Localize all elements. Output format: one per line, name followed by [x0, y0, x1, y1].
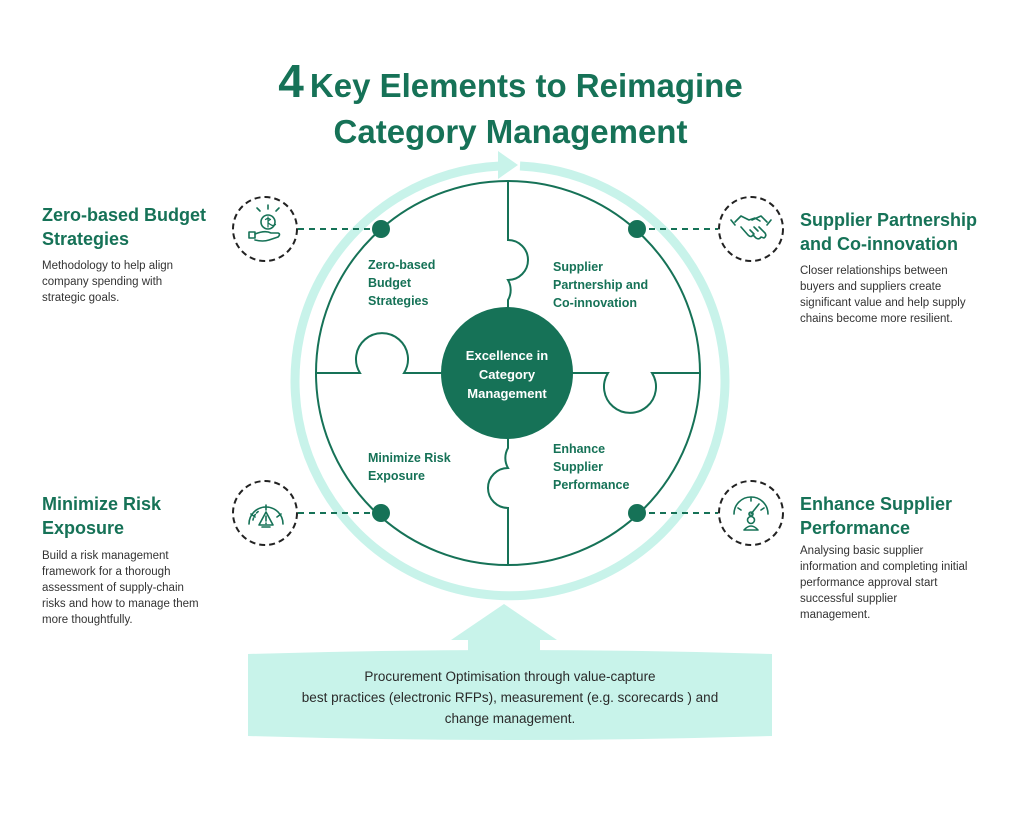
- center-label: Excellence in Category Management: [465, 348, 549, 401]
- risk-gauge-icon: [248, 504, 284, 528]
- divider-bottom: [487, 373, 510, 565]
- banner-text: Procurement Optimisation through value-c…: [250, 666, 770, 729]
- node-bottom-right: [628, 504, 646, 522]
- piece-label-minimize-risk: Minimize Risk Exposure: [368, 451, 451, 483]
- banner-line-3: change management.: [444, 711, 576, 726]
- title-number: 4: [278, 55, 304, 107]
- banner-line-2: best practices (electronic RFPs), measur…: [301, 690, 719, 705]
- connectors: [298, 228, 718, 514]
- piece-label-supplier-partnership: Supplier Partnership and Co-innovation: [553, 260, 649, 310]
- element-desc-supplier-partnership: Closer relationships between buyers and …: [800, 265, 966, 325]
- puzzle-dividers: [316, 181, 700, 565]
- node-bottom-left: [372, 504, 390, 522]
- piece-label-zero-based: Zero-based Budget Strategies: [368, 258, 436, 308]
- icon-frame-top-right: [718, 196, 784, 262]
- banner-line-1: Procurement Optimisation through value-c…: [364, 669, 656, 684]
- node-top-left: [372, 220, 390, 238]
- element-desc-zero-based: Methodology to help align company spendi…: [42, 260, 174, 304]
- center-circle: [441, 307, 573, 439]
- element-title-enhance-performance: Enhance Supplier Performance: [800, 494, 953, 538]
- divider-right: [508, 372, 700, 414]
- element-title-supplier-partnership: Supplier Partnership and Co-innovation: [800, 210, 978, 254]
- money-hand-icon: [248, 204, 281, 242]
- node-top-right: [628, 220, 646, 238]
- handshake-icon: [730, 215, 772, 240]
- title-line-1: Key Elements to Reimagine: [309, 67, 743, 104]
- performance-gauge-icon: [733, 496, 769, 531]
- element-desc-enhance-performance: Analysing basic supplier information and…: [800, 545, 968, 621]
- banner-background: [248, 650, 772, 740]
- banner-arrow: [451, 604, 557, 656]
- element-title-minimize-risk: Minimize Risk Exposure: [42, 494, 162, 538]
- title-line-2: Category Management: [333, 113, 688, 150]
- element-title-zero-based: Zero-based Budget Strategies: [42, 205, 207, 249]
- piece-label-enhance-performance: Enhance Supplier Performance: [553, 442, 630, 492]
- divider-left: [316, 332, 508, 374]
- divider-top: [506, 181, 529, 373]
- cycle-arrowhead: [498, 151, 518, 179]
- element-desc-minimize-risk: Build a risk management framework for a …: [42, 550, 199, 626]
- cycle-ring: [290, 161, 730, 601]
